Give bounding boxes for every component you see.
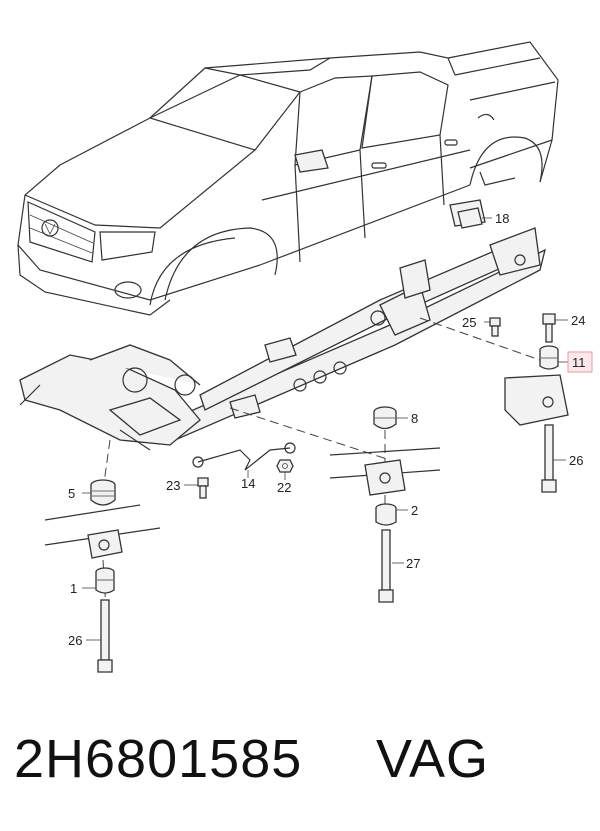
brand-text: VAG — [376, 729, 490, 789]
part-18-sensor — [457, 207, 483, 229]
leader-lines — [82, 217, 568, 641]
callout-26-right: 26 — [569, 453, 583, 468]
callout-18: 18 — [495, 211, 509, 226]
callout-5: 5 — [68, 486, 75, 501]
truck-body-illustration — [17, 41, 559, 316]
callout-25: 25 — [462, 315, 476, 330]
callout-27: 27 — [406, 556, 420, 571]
callout-11-highlight — [567, 351, 593, 373]
part-23-bolt — [197, 477, 209, 499]
part-8-rubber-mount — [373, 406, 397, 430]
part-14-ground-strap — [192, 442, 296, 471]
part-24-bolt — [542, 313, 556, 343]
callout-23: 23 — [166, 478, 180, 493]
part-22-nut — [276, 459, 294, 473]
callout-8: 8 — [411, 411, 418, 426]
part-25-bolt — [489, 317, 501, 337]
part-2-bushing — [375, 503, 397, 526]
callout-1: 1 — [70, 581, 77, 596]
callout-14: 14 — [241, 476, 255, 491]
part-26-long-bolt-right — [541, 424, 557, 493]
part-26-long-bolt-left — [97, 599, 113, 673]
parts — [90, 207, 559, 673]
callout-24: 24 — [571, 313, 585, 328]
exploded-parts-diagram: 5 1 26 8 2 27 24 11 26 25 23 14 22 18 — [17, 41, 593, 673]
callout-22: 22 — [277, 480, 291, 495]
part-1-bushing — [95, 567, 115, 594]
part-27-long-bolt — [378, 529, 394, 603]
part-5-rubber-mount — [90, 479, 116, 506]
callout-26-left: 26 — [68, 633, 82, 648]
part-number-text: 2H6801585 — [14, 729, 303, 789]
chassis-frame — [19, 227, 546, 451]
callout-labels: 5 1 26 8 2 27 24 11 26 25 23 14 22 18 — [68, 211, 586, 648]
callout-11: 11 — [572, 355, 586, 370]
part-11-bushing-highlighted — [539, 345, 559, 370]
callout-2: 2 — [411, 503, 418, 518]
